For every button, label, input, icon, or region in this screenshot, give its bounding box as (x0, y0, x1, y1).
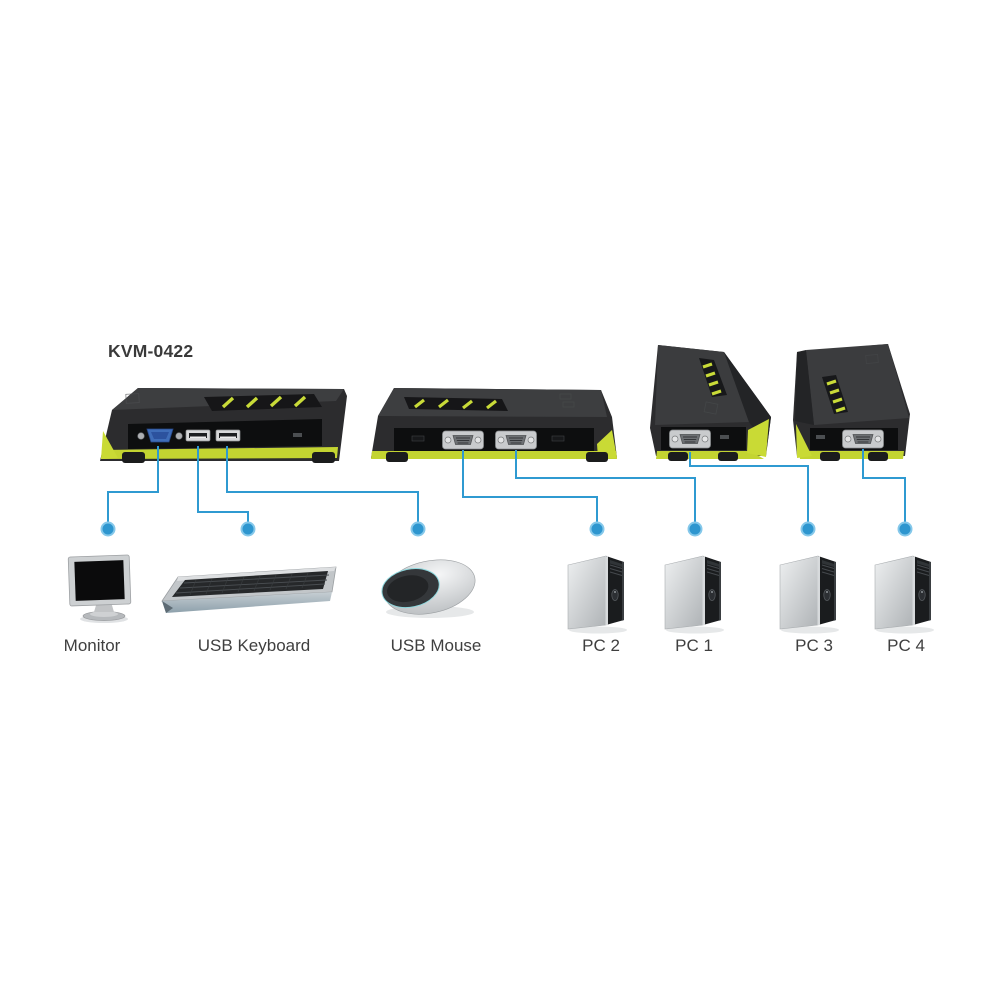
pc-vga-port-1 (495, 430, 537, 450)
pc-tower-icon-pc2 (567, 555, 628, 634)
kvm-switch-angled-right-icon (793, 344, 910, 461)
port-select-buttons (699, 358, 727, 397)
port-select-buttons (822, 375, 848, 414)
connector-monitor (107, 446, 159, 522)
connector-pc2 (462, 450, 598, 522)
pc-vga-port-2 (442, 430, 484, 450)
console-usb-port-1 (185, 429, 211, 442)
connector-pc3 (689, 452, 809, 522)
keyboard-icon (161, 566, 337, 613)
pc-1-label: PC 1 (675, 636, 713, 655)
connector-dots (100, 521, 913, 537)
kvm-switch-front-icon (100, 388, 347, 463)
connector-pc1 (515, 450, 696, 522)
console-usb-port-2 (215, 429, 241, 442)
kvm-switch-angled-left-icon (650, 345, 771, 461)
pc-4-label: PC 4 (887, 636, 925, 655)
monitor-label: Monitor (63, 636, 121, 655)
usb-keyboard-label: USB Keyboard (197, 636, 311, 655)
pc-tower-icon-pc4 (874, 555, 935, 634)
console-vga-port (137, 428, 183, 443)
pc-2-label: PC 2 (582, 636, 620, 655)
connector-lines (107, 446, 906, 522)
pc-tower-icon-pc1 (664, 555, 725, 634)
connector-mouse (226, 446, 419, 522)
mouse-icon (381, 559, 476, 618)
pc-3-label: PC 3 (795, 636, 833, 655)
port-select-buttons (404, 397, 508, 411)
monitor-icon (67, 554, 132, 623)
kvm-switch-rear-icon (371, 388, 617, 462)
pc-vga-port-3 (669, 429, 711, 449)
connector-keyboard (197, 446, 249, 522)
port-select-buttons (204, 394, 322, 411)
pc-tower-icon-pc3 (779, 555, 840, 634)
usb-mouse-label: USB Mouse (390, 636, 482, 655)
connector-pc4 (862, 449, 906, 522)
pc-vga-port-4 (842, 429, 884, 449)
product-model-label: KVM-0422 (108, 341, 194, 361)
